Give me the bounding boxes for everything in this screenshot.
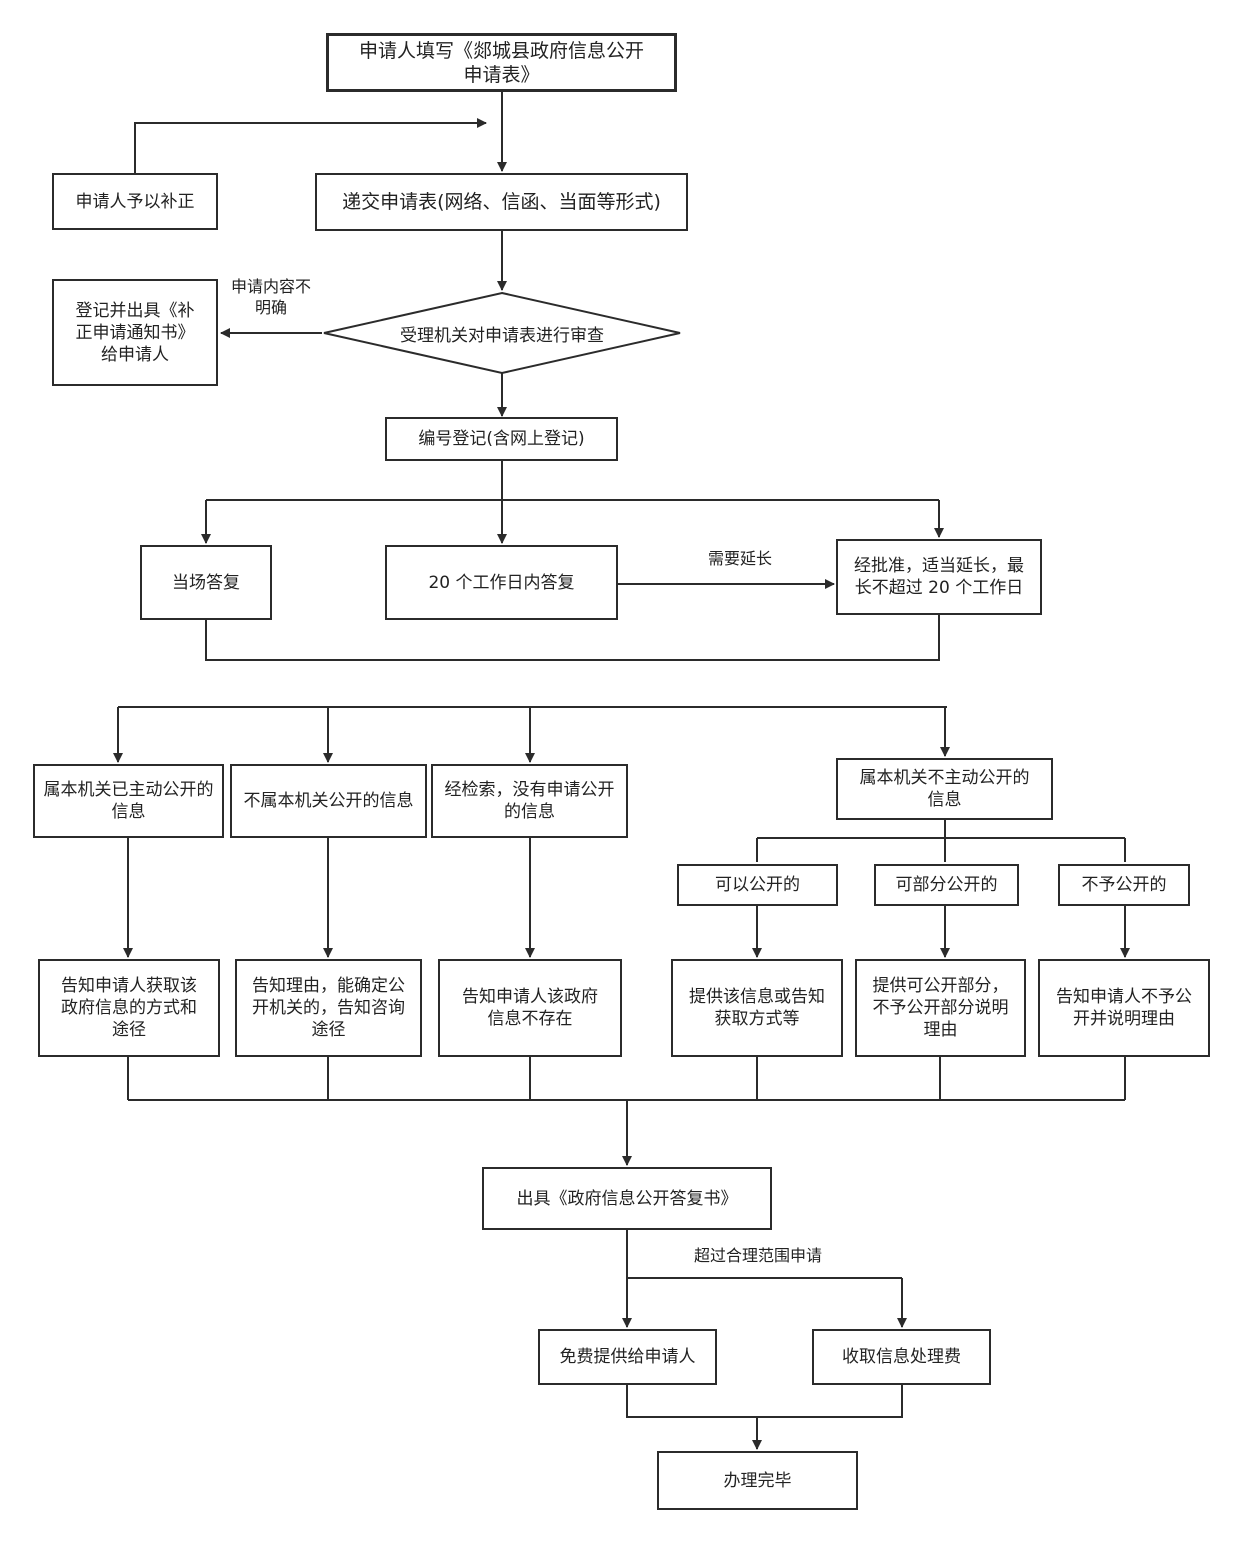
res-can-node: 提供该信息或告知获取方式等 xyxy=(671,959,843,1057)
res-partial-node: 提供可公开部分，不予公开部分说明理由 xyxy=(855,959,1026,1057)
fee-node: 收取信息处理费 xyxy=(812,1329,991,1385)
cat-not-active-node: 属本机关不主动公开的信息 xyxy=(836,758,1053,820)
sub-partial-node: 可部分公开的 xyxy=(874,864,1019,906)
reply-letter-node: 出具《政府信息公开答复书》 xyxy=(482,1167,772,1230)
extend-node: 经批准，适当延长，最长不超过 20 个工作日 xyxy=(836,539,1042,615)
reply-20-node: 20 个工作日内答复 xyxy=(385,545,618,620)
res-active-node: 告知申请人获取该政府信息的方式和途径 xyxy=(38,959,220,1057)
sub-no-node: 不予公开的 xyxy=(1058,864,1190,906)
review-diamond-label: 受理机关对申请表进行审查 xyxy=(400,325,604,346)
register-node: 编号登记(含网上登记) xyxy=(385,417,618,461)
review-diamond xyxy=(323,291,681,375)
arrow-supplement-loop xyxy=(134,118,487,173)
cat-not-ours-node: 不属本机关公开的信息 xyxy=(230,764,427,838)
cat-none-node: 经检索，没有申请公开的信息 xyxy=(431,764,628,838)
notice-node: 登记并出具《补正申请通知书》给申请人 xyxy=(52,279,218,386)
done-node: 办理完毕 xyxy=(657,1451,858,1510)
supplement-node: 申请人予以补正 xyxy=(52,173,218,230)
fill-form-node: 申请人填写《郯城县政府信息公开申请表》 xyxy=(326,33,677,92)
label-need-extend: 需要延长 xyxy=(707,549,772,568)
submit-node: 递交申请表(网络、信函、当面等形式) xyxy=(315,173,688,231)
reply-spot-node: 当场答复 xyxy=(140,545,272,620)
res-not-ours-node: 告知理由，能确定公开机关的，告知咨询途径 xyxy=(235,959,422,1057)
cat-active-node: 属本机关已主动公开的信息 xyxy=(33,764,224,838)
label-unclear: 申请内容不明确 xyxy=(230,277,311,317)
free-node: 免费提供给申请人 xyxy=(538,1329,717,1385)
sub-can-node: 可以公开的 xyxy=(677,864,838,906)
res-none-node: 告知申请人该政府信息不存在 xyxy=(438,959,622,1057)
label-over-scope: 超过合理范围申请 xyxy=(693,1246,822,1265)
res-no-node: 告知申请人不予公开并说明理由 xyxy=(1038,959,1210,1057)
